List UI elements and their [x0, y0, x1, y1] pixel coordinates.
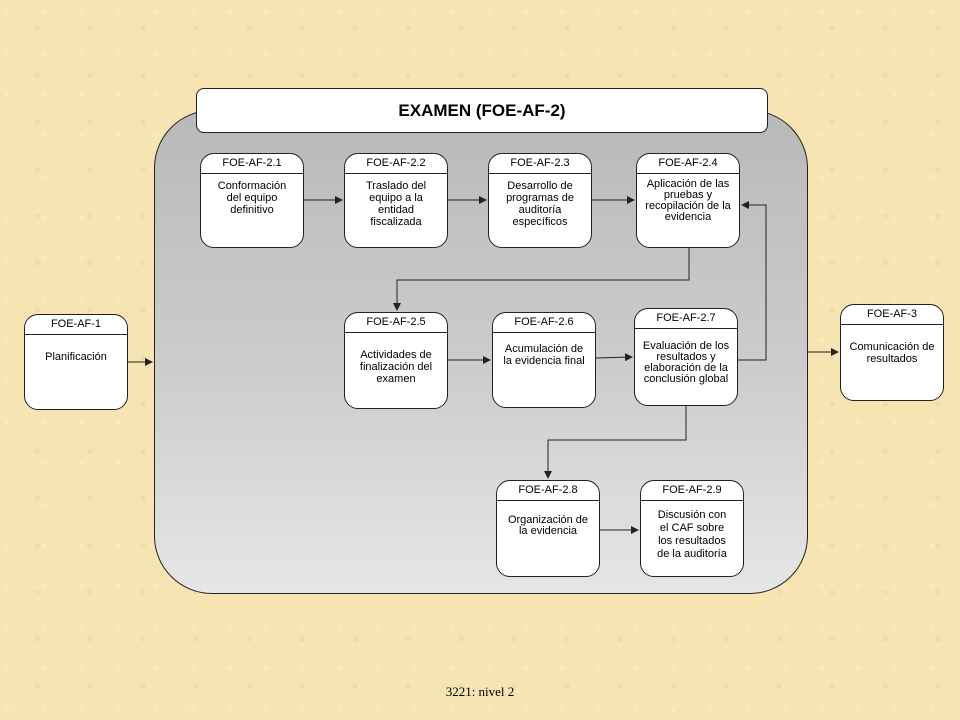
- box-code: FOE-AF-2.8: [497, 481, 599, 501]
- box-foe-af-2-1: FOE-AF-2.1 Conformación del equipo defin…: [200, 153, 304, 248]
- arrow-2-6-to-2-7: [595, 353, 633, 362]
- arrow-2-4-to-2-5: [393, 248, 690, 311]
- examen-title-text: EXAMEN (FOE-AF-2): [398, 100, 566, 120]
- box-code: FOE-AF-2.1: [201, 154, 303, 174]
- footer-text: 3221: nivel 2: [445, 684, 515, 699]
- box-label: Conformación del equipo definitivo: [217, 180, 287, 216]
- box-code: FOE-AF-2.7: [635, 309, 737, 329]
- examen-title: EXAMEN (FOE-AF-2): [196, 88, 768, 133]
- box-code: FOE-AF-2.9: [641, 481, 743, 501]
- box-label: Acumulación de la evidencia final: [503, 343, 585, 367]
- box-label: Discusión con el CAF sobre los resultado…: [657, 509, 727, 560]
- box-foe-af-2-5: FOE-AF-2.5 Actividades de finalización d…: [344, 312, 448, 409]
- box-label: Desarrollo de programas de auditoría esp…: [506, 180, 574, 228]
- box-code: FOE-AF-2.4: [637, 154, 739, 174]
- box-foe-af-1: FOE-AF-1 Planificación: [24, 314, 128, 410]
- box-foe-af-2-4: FOE-AF-2.4 Aplicación de las pruebas y r…: [636, 153, 740, 248]
- box-label: Comunicación de resultados: [849, 341, 935, 365]
- box-foe-af-2-6: FOE-AF-2.6 Acumulación de la evidencia f…: [492, 312, 596, 408]
- box-label: Actividades de finalización del examen: [359, 349, 433, 385]
- box-label: Planificación: [45, 351, 107, 363]
- box-code: FOE-AF-1: [25, 315, 127, 335]
- box-foe-af-2-8: FOE-AF-2.8 Organización de la evidencia: [496, 480, 600, 577]
- box-code: FOE-AF-2.2: [345, 154, 447, 174]
- box-foe-af-2-2: FOE-AF-2.2 Traslado del equipo a la enti…: [344, 153, 448, 248]
- box-code: FOE-AF-2.6: [493, 313, 595, 333]
- box-foe-af-2-7: FOE-AF-2.7 Evaluación de los resultados …: [634, 308, 738, 406]
- box-code: FOE-AF-2.5: [345, 313, 447, 333]
- arrow-2-7-to-2-8: [544, 406, 687, 479]
- box-foe-af-2-3: FOE-AF-2.3 Desarrollo de programas de au…: [488, 153, 592, 248]
- box-foe-af-2-9: FOE-AF-2.9 Discusión con el CAF sobre lo…: [640, 480, 744, 577]
- box-foe-af-3: FOE-AF-3 Comunicación de resultados: [840, 304, 944, 401]
- box-label: Aplicación de las pruebas y recopilación…: [645, 178, 731, 223]
- box-code: FOE-AF-3: [841, 305, 943, 325]
- box-label: Traslado del equipo a la entidad fiscali…: [365, 180, 427, 228]
- box-label: Organización de la evidencia: [507, 514, 589, 537]
- box-label: Evaluación de los resultados y elaboraci…: [642, 340, 730, 385]
- arrow-2-7-to-2-4: [738, 201, 767, 361]
- box-code: FOE-AF-2.3: [489, 154, 591, 174]
